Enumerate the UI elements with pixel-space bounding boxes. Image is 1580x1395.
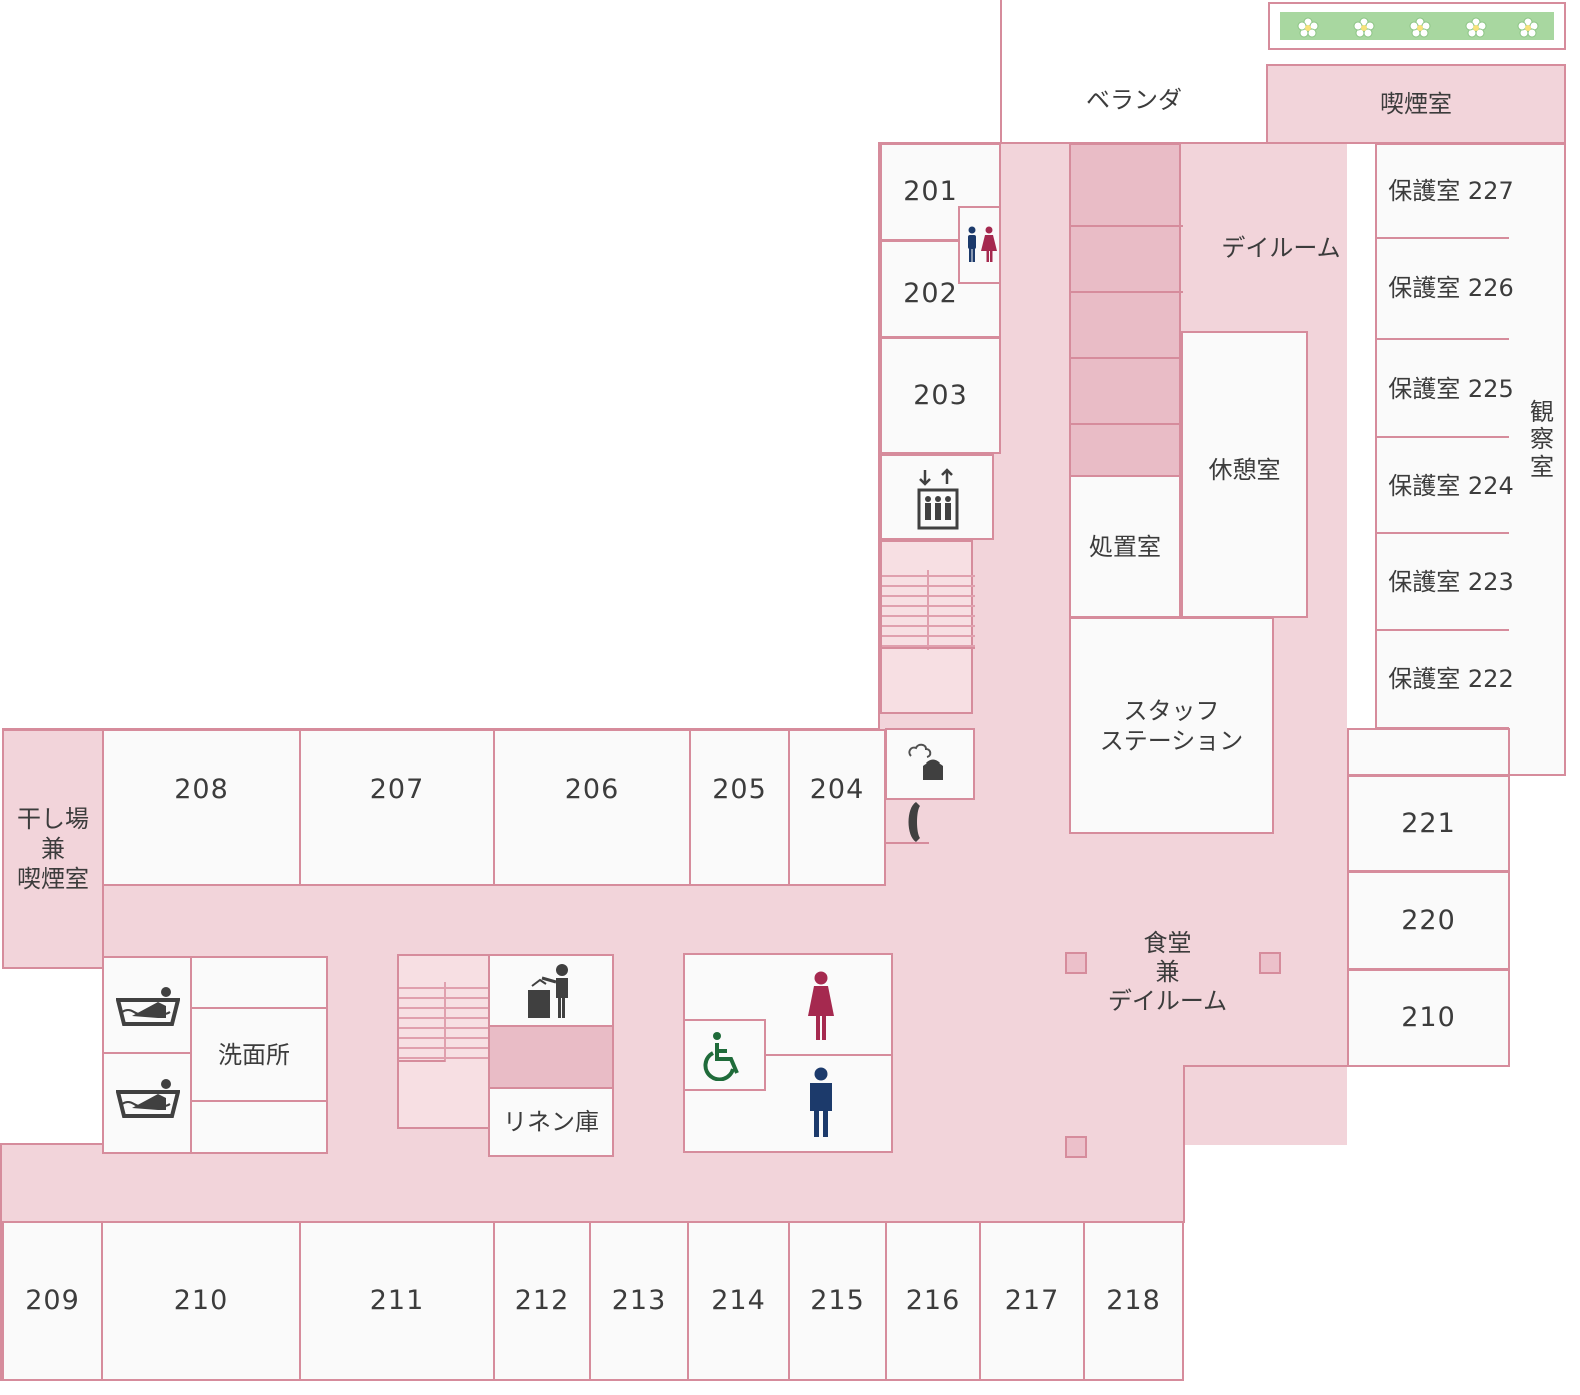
- protection-block: [1375, 143, 1566, 776]
- elevator-icon: [917, 468, 959, 530]
- laundry-room[interactable]: [488, 954, 614, 1027]
- room-207[interactable]: 207: [299, 729, 495, 886]
- protection-room-226[interactable]: 保護室 226: [1388, 274, 1514, 302]
- room-210-south[interactable]: 210: [101, 1221, 301, 1381]
- room-218[interactable]: 218: [1083, 1221, 1184, 1381]
- linen-core: [488, 1025, 614, 1089]
- room-215[interactable]: 215: [788, 1221, 887, 1381]
- flower-icon: [1297, 17, 1539, 38]
- pillar: [1065, 952, 1087, 974]
- dayroom-top-label: デイルーム: [1221, 234, 1341, 262]
- observation-room[interactable]: 観 察 室: [1530, 397, 1554, 481]
- room-209[interactable]: 209: [2, 1221, 103, 1381]
- pantry[interactable]: [885, 728, 975, 800]
- room-206[interactable]: 206: [493, 729, 691, 886]
- bathroom-2[interactable]: [102, 1052, 192, 1154]
- protection-room-225[interactable]: 保護室 225: [1388, 375, 1514, 403]
- protection-room-224[interactable]: 保護室 224: [1388, 472, 1514, 500]
- room-220[interactable]: 220: [1347, 871, 1510, 970]
- room-204[interactable]: 204: [788, 729, 886, 886]
- washroom-upper: [190, 956, 328, 1009]
- room-221[interactable]: 221: [1347, 775, 1510, 872]
- room-212[interactable]: 212: [493, 1221, 591, 1381]
- restroom[interactable]: [958, 206, 1001, 284]
- elevator[interactable]: [880, 454, 994, 540]
- room-213[interactable]: 213: [589, 1221, 689, 1381]
- protection-room-222[interactable]: 保護室 222: [1388, 665, 1514, 693]
- rest-room[interactable]: 休憩室: [1181, 331, 1308, 618]
- room-214[interactable]: 214: [687, 1221, 790, 1381]
- wheelchair-icon: [703, 1032, 739, 1081]
- kettle-icon: [908, 743, 943, 780]
- staff-station[interactable]: スタッフ ステーション: [1069, 617, 1274, 834]
- stairs-south[interactable]: [397, 954, 492, 1129]
- protection-room-223[interactable]: 保護室 223: [1388, 568, 1514, 596]
- female-toilet-icon[interactable]: [805, 970, 837, 1042]
- bath-icon: [116, 1079, 180, 1118]
- male-toilet-icon[interactable]: [805, 1067, 837, 1139]
- treatment-room[interactable]: 処置室: [1069, 475, 1181, 618]
- room-205[interactable]: 205: [689, 729, 790, 886]
- garden-strip: [1268, 2, 1566, 50]
- accessible-toilet[interactable]: [683, 1019, 766, 1091]
- room-203[interactable]: 203: [880, 337, 1001, 454]
- drying-smoking-room[interactable]: 干し場 兼 喫煙室: [2, 729, 104, 969]
- smoking-room-top[interactable]: 喫煙室: [1266, 64, 1566, 144]
- room-217[interactable]: 217: [979, 1221, 1085, 1381]
- bathroom-1[interactable]: [102, 956, 192, 1054]
- room-208[interactable]: 208: [102, 729, 301, 886]
- dining-extension: [1183, 885, 1347, 1067]
- washroom[interactable]: 洗面所: [190, 1007, 328, 1102]
- phone-icon[interactable]: [902, 800, 924, 844]
- washroom-lower: [190, 1100, 328, 1154]
- pillar: [1065, 1136, 1087, 1158]
- pillar: [1259, 952, 1281, 974]
- restroom-icon: [968, 226, 997, 262]
- veranda-label: ベランダ: [1086, 86, 1182, 114]
- linen-room[interactable]: リネン庫: [488, 1087, 614, 1157]
- room-216[interactable]: 216: [885, 1221, 981, 1381]
- east-lobby: [1347, 728, 1510, 776]
- dining-dayroom[interactable]: 食堂 兼 デイルーム: [1107, 928, 1228, 1016]
- stairs-north[interactable]: [880, 540, 975, 714]
- room-210-east[interactable]: 210: [1347, 969, 1510, 1067]
- bath-icon: [116, 987, 180, 1026]
- room-211[interactable]: 211: [299, 1221, 495, 1381]
- laundry-icon: [528, 964, 568, 1018]
- protection-room-227[interactable]: 保護室 227: [1388, 177, 1514, 205]
- stair-core: [1069, 143, 1183, 477]
